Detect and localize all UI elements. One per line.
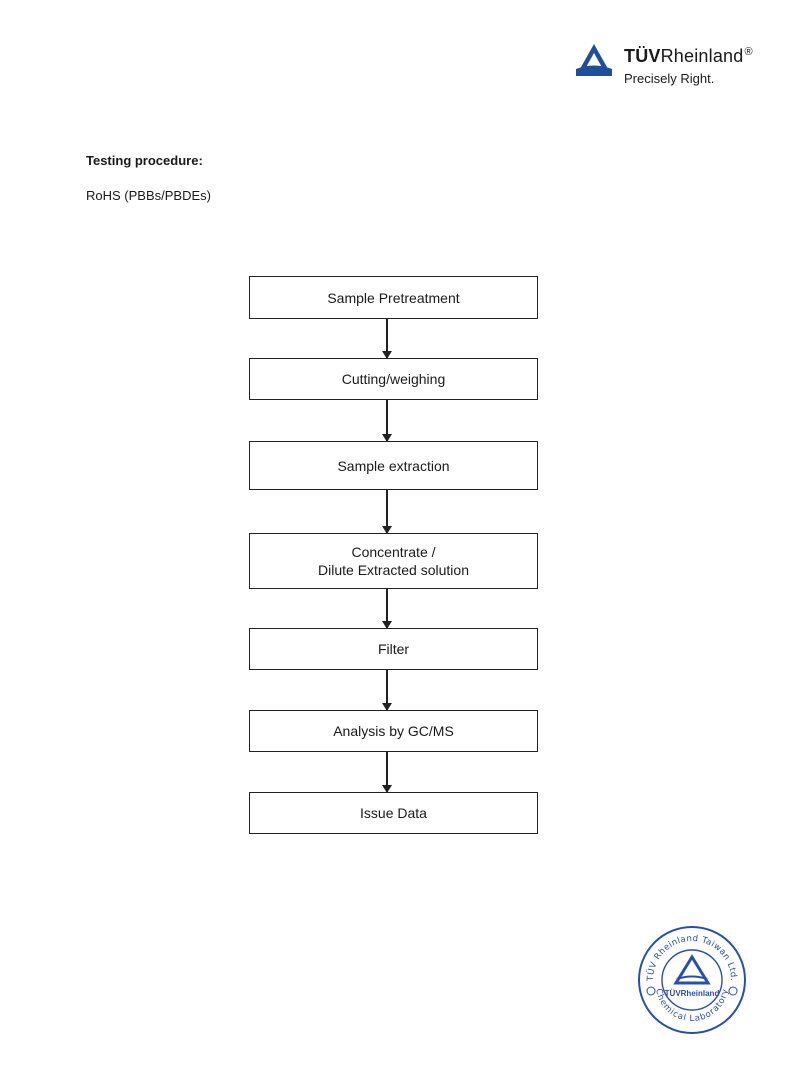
step-cutting-weighing: Cutting/weighing <box>249 358 538 400</box>
tuv-rheinland-logo: TÜVRheinland® Precisely Right. <box>574 40 774 92</box>
flow-arrow <box>382 319 392 359</box>
flow-arrow <box>382 490 392 534</box>
flow-arrow <box>382 752 392 793</box>
step-label: Concentrate / Dilute Extracted solution <box>318 544 469 578</box>
flow-arrow <box>382 589 392 629</box>
logo-registered: ® <box>744 46 753 58</box>
step-label: Filter <box>377 641 410 657</box>
section-subtitle: RoHS (PBBs/PBDEs) <box>86 188 211 203</box>
logo-brand-rest: Rheinland <box>660 46 744 66</box>
step-label: Sample Pretreatment <box>327 289 460 306</box>
step-filter: Filter <box>249 628 538 670</box>
logo-brand-bold: TÜV <box>624 46 661 66</box>
chemical-laboratory-stamp: TÜV Rheinland Taiwan Ltd. Chemical Labor… <box>638 926 746 1034</box>
step-label: Analysis by GC/MS <box>333 723 454 739</box>
section-title: Testing procedure: <box>86 153 203 168</box>
step-label: Sample extraction <box>337 457 450 474</box>
step-sample-pretreatment: Sample Pretreatment <box>249 276 538 319</box>
step-sample-extraction: Sample extraction <box>249 441 538 490</box>
stamp-triangle-icon <box>673 954 711 985</box>
step-analysis-gcms: Analysis by GC/MS <box>249 710 538 752</box>
step-issue-data: Issue Data <box>249 792 538 834</box>
step-label: Cutting/weighing <box>341 371 446 387</box>
tuv-triangle-icon <box>576 44 612 76</box>
step-concentrate-dilute: Concentrate / Dilute Extracted solution <box>249 533 538 589</box>
flow-arrow <box>382 670 392 711</box>
logo-brand: TÜVRheinland® <box>624 46 753 67</box>
stamp-center-text: TÜVRheinland <box>665 989 720 998</box>
logo-tagline: Precisely Right. <box>624 71 715 86</box>
step-label: Issue Data <box>360 805 427 821</box>
flow-arrow <box>382 400 392 442</box>
